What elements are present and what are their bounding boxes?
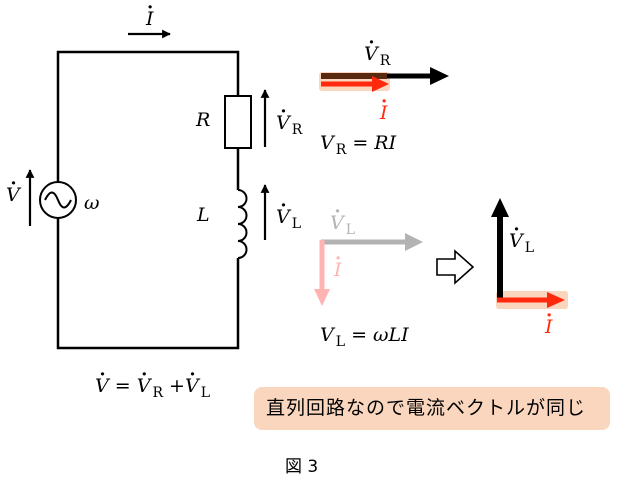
phasor-r [319, 67, 449, 92]
resistor-symbol [224, 95, 252, 149]
inductor-label: L [197, 204, 210, 226]
kvl-equation: V = VR +VL [95, 377, 210, 401]
phasor-l-after [491, 198, 568, 309]
source-voltage-label: V [6, 186, 20, 205]
phasor-vl-faded-label: VL [330, 214, 355, 238]
direction-arrows [25, 29, 270, 240]
overlap-dark [321, 73, 387, 79]
vr-phasor-head [430, 67, 449, 85]
phasor-i-label: I [380, 104, 388, 123]
phasor-vl-label: VL [509, 232, 534, 256]
ac-source-symbol [39, 181, 77, 219]
vr-label: VR [276, 114, 302, 138]
inductor-symbol [237, 189, 248, 259]
phasor-i-faded-label: I [334, 261, 342, 280]
wire-bottom [56, 218, 240, 350]
phasor-i-after-label: I [545, 318, 553, 337]
series-current-note: 直列回路なので電流ベクトルが同じ [254, 387, 610, 430]
i-phasor-head [372, 76, 389, 92]
vl-phasor-head [491, 198, 509, 217]
transform-arrow-icon [436, 249, 475, 285]
i-phasor-faded-head [314, 289, 330, 306]
figure-caption: 図 3 [285, 457, 319, 477]
circuit-wires [39, 50, 252, 350]
vl-label: VL [276, 208, 301, 232]
sine-icon [44, 191, 72, 209]
i-phasor-head [547, 292, 565, 308]
phasor-vr-label: VR [364, 45, 390, 69]
wire-top [56, 50, 240, 182]
source-frequency-label: ω [84, 192, 100, 214]
resistor-label: R [196, 109, 211, 131]
phasor-l-before [314, 233, 423, 306]
current-label: I [146, 10, 154, 29]
vl-phasor-faded-head [405, 233, 423, 251]
